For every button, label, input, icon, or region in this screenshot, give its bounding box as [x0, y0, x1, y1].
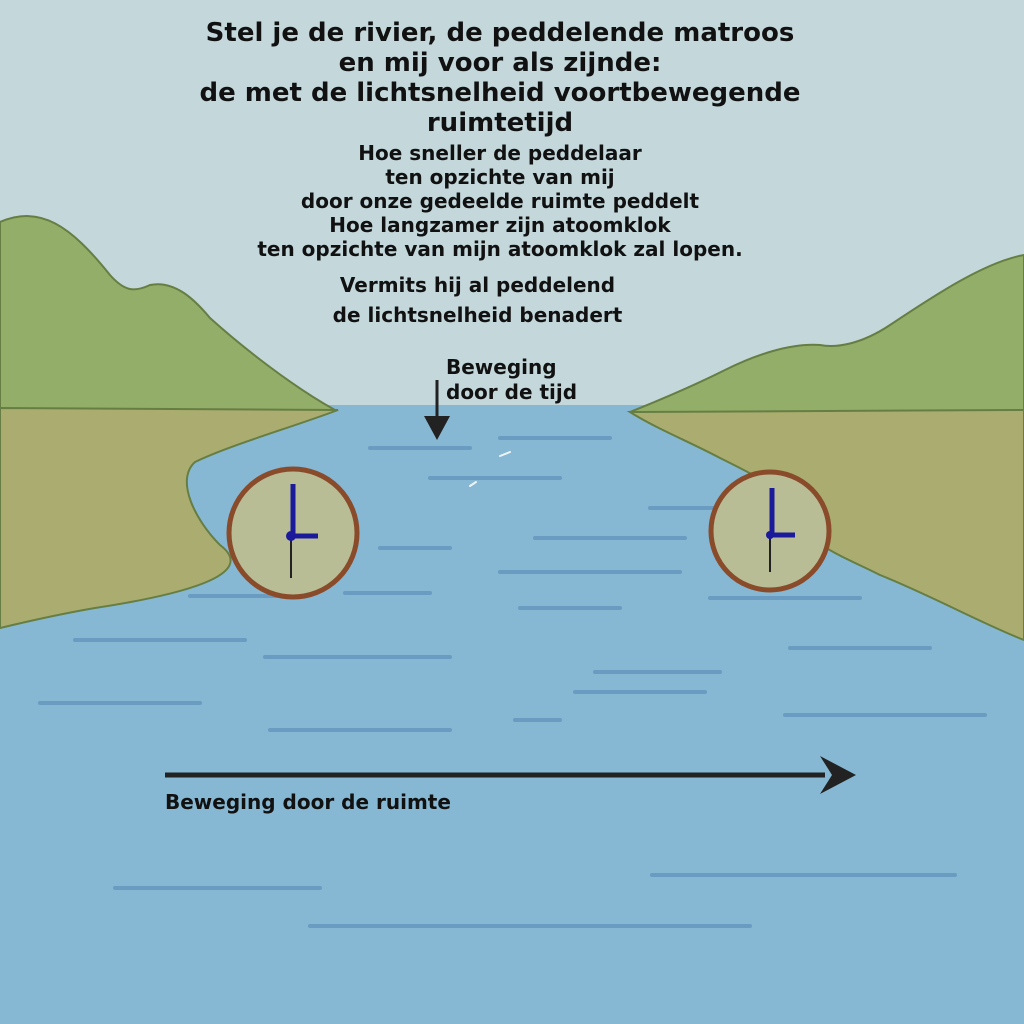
water-sparkles	[469, 451, 511, 487]
time-label-line-1: Beweging	[446, 355, 557, 379]
right-clock	[708, 469, 832, 593]
left-clock	[226, 466, 360, 600]
time-label-line-2: door de tijd	[446, 380, 578, 404]
space-arrow	[165, 756, 856, 794]
approach-line-2: de lichtsnelheid benadert	[332, 303, 623, 327]
left-hill	[0, 215, 339, 411]
body-line-1: Hoe sneller de peddelaar	[358, 141, 642, 165]
left-bank	[0, 406, 339, 630]
body-line-4: Hoe langzamer zijn atoomklok	[329, 213, 671, 237]
approach-line-1: Vermits hij al peddelend	[339, 273, 616, 297]
body-line-2: ten opzichte van mij	[385, 165, 615, 189]
body-line-3: door onze gedeelde ruimte peddelt	[300, 189, 700, 213]
title-line-1: Stel je de rivier, de peddelende matroos	[205, 18, 795, 48]
space-label: Beweging door de ruimte	[165, 790, 451, 814]
title-line-4: ruimtetijd	[426, 108, 574, 138]
title-line-3: de met de lichtsnelheid voortbewegende	[199, 78, 801, 108]
right-hill	[629, 253, 1024, 413]
title-line-2: en mij voor als zijnde:	[338, 48, 662, 78]
body-line-5: ten opzichte van mijn atoomklok zal lope…	[257, 237, 743, 261]
time-arrow	[424, 380, 450, 440]
